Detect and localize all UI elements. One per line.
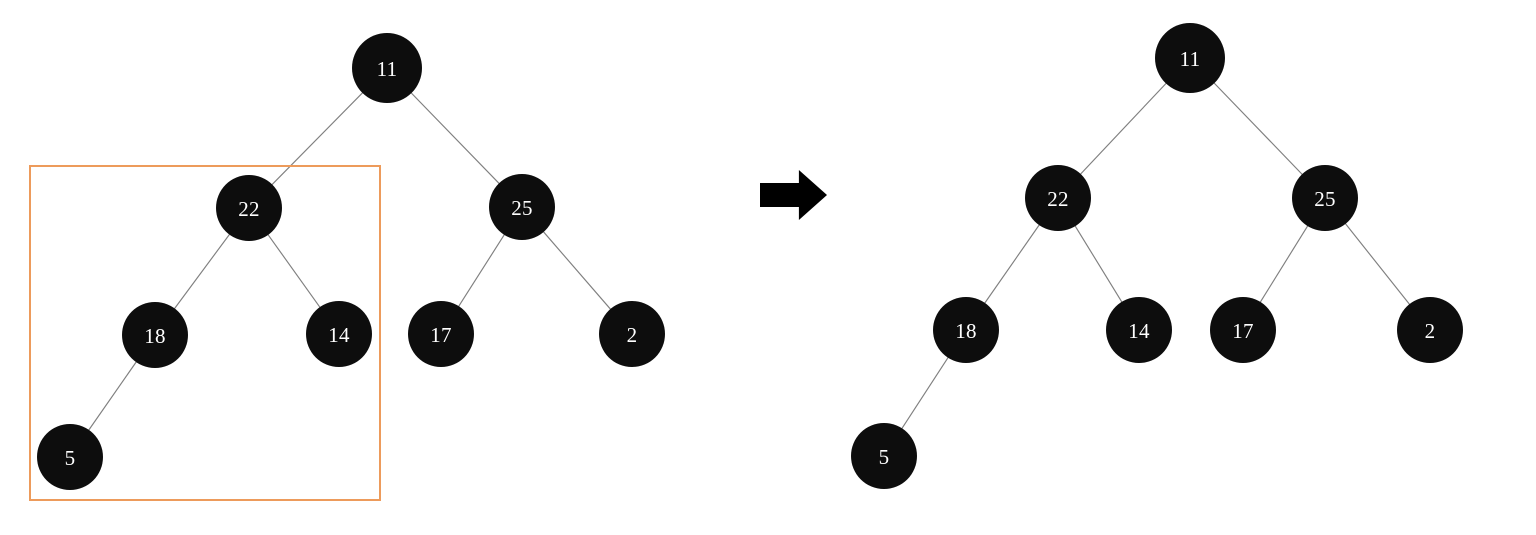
tree-edge-11-22	[271, 91, 364, 186]
right-arrow-icon	[760, 170, 827, 220]
node-circle	[122, 302, 188, 368]
tree-edge-25-17	[457, 233, 506, 308]
tree-edge-22-14	[1074, 224, 1123, 304]
node-circle	[1106, 297, 1172, 363]
tree-node-18[interactable]: 18	[933, 297, 999, 363]
tree-edge-11-22	[1079, 82, 1168, 176]
tree-node-22[interactable]: 22	[216, 175, 282, 241]
arrow-layer	[760, 170, 827, 220]
node-circle	[352, 33, 422, 103]
node-label: 14	[328, 323, 350, 347]
node-label: 18	[955, 319, 977, 343]
node-label: 18	[144, 324, 166, 348]
node-circle	[1210, 297, 1276, 363]
node-circle	[408, 301, 474, 367]
node-label: 14	[1128, 319, 1150, 343]
node-label: 22	[1047, 187, 1069, 211]
node-label: 25	[511, 196, 533, 220]
edges-layer	[87, 82, 1411, 432]
node-label: 5	[65, 446, 76, 470]
node-circle	[216, 175, 282, 241]
tree-edge-18-5	[900, 356, 950, 430]
node-label: 17	[1232, 319, 1254, 343]
tree-edge-25-2	[1344, 222, 1411, 306]
node-circle	[1397, 297, 1463, 363]
node-circle	[37, 424, 103, 490]
tree-node-2[interactable]: 2	[1397, 297, 1463, 363]
tree-node-17[interactable]: 17	[408, 301, 474, 367]
tree-node-11[interactable]: 11	[1155, 23, 1225, 93]
tree-edge-11-25	[410, 91, 501, 185]
tree-node-17[interactable]: 17	[1210, 297, 1276, 363]
node-circle	[306, 301, 372, 367]
tree-node-2[interactable]: 2	[599, 301, 665, 367]
node-circle	[489, 174, 555, 240]
node-label: 22	[238, 197, 260, 221]
tree-node-25[interactable]: 25	[489, 174, 555, 240]
node-circle	[933, 297, 999, 363]
node-circle	[1292, 165, 1358, 231]
tree-node-14[interactable]: 14	[1106, 297, 1172, 363]
tree-node-14[interactable]: 14	[306, 301, 372, 367]
highlight-layer	[29, 165, 381, 501]
tree-node-5[interactable]: 5	[851, 423, 917, 489]
node-circle	[851, 423, 917, 489]
node-label: 11	[1180, 47, 1201, 71]
node-label: 25	[1314, 187, 1336, 211]
node-label: 2	[1425, 319, 1436, 343]
node-circle	[599, 301, 665, 367]
node-circle	[1025, 165, 1091, 231]
tree-edge-18-5	[87, 360, 138, 432]
tree-node-5[interactable]: 5	[37, 424, 103, 490]
subtree-highlight-box	[29, 165, 381, 501]
tree-node-11[interactable]: 11	[352, 33, 422, 103]
node-label: 5	[879, 445, 890, 469]
tree-edge-11-25	[1213, 82, 1304, 176]
node-label: 17	[430, 323, 452, 347]
tree-edge-22-14	[267, 233, 321, 309]
tree-edge-22-18	[173, 233, 231, 310]
node-circle	[1155, 23, 1225, 93]
tree-node-25[interactable]: 25	[1292, 165, 1358, 231]
tree-node-22[interactable]: 22	[1025, 165, 1091, 231]
tree-edge-22-18	[983, 223, 1041, 305]
node-label: 11	[377, 57, 398, 81]
tree-node-18[interactable]: 18	[122, 302, 188, 368]
node-label: 2	[627, 323, 638, 347]
tree-edge-25-2	[542, 230, 612, 311]
tree-edge-25-17	[1259, 224, 1309, 304]
